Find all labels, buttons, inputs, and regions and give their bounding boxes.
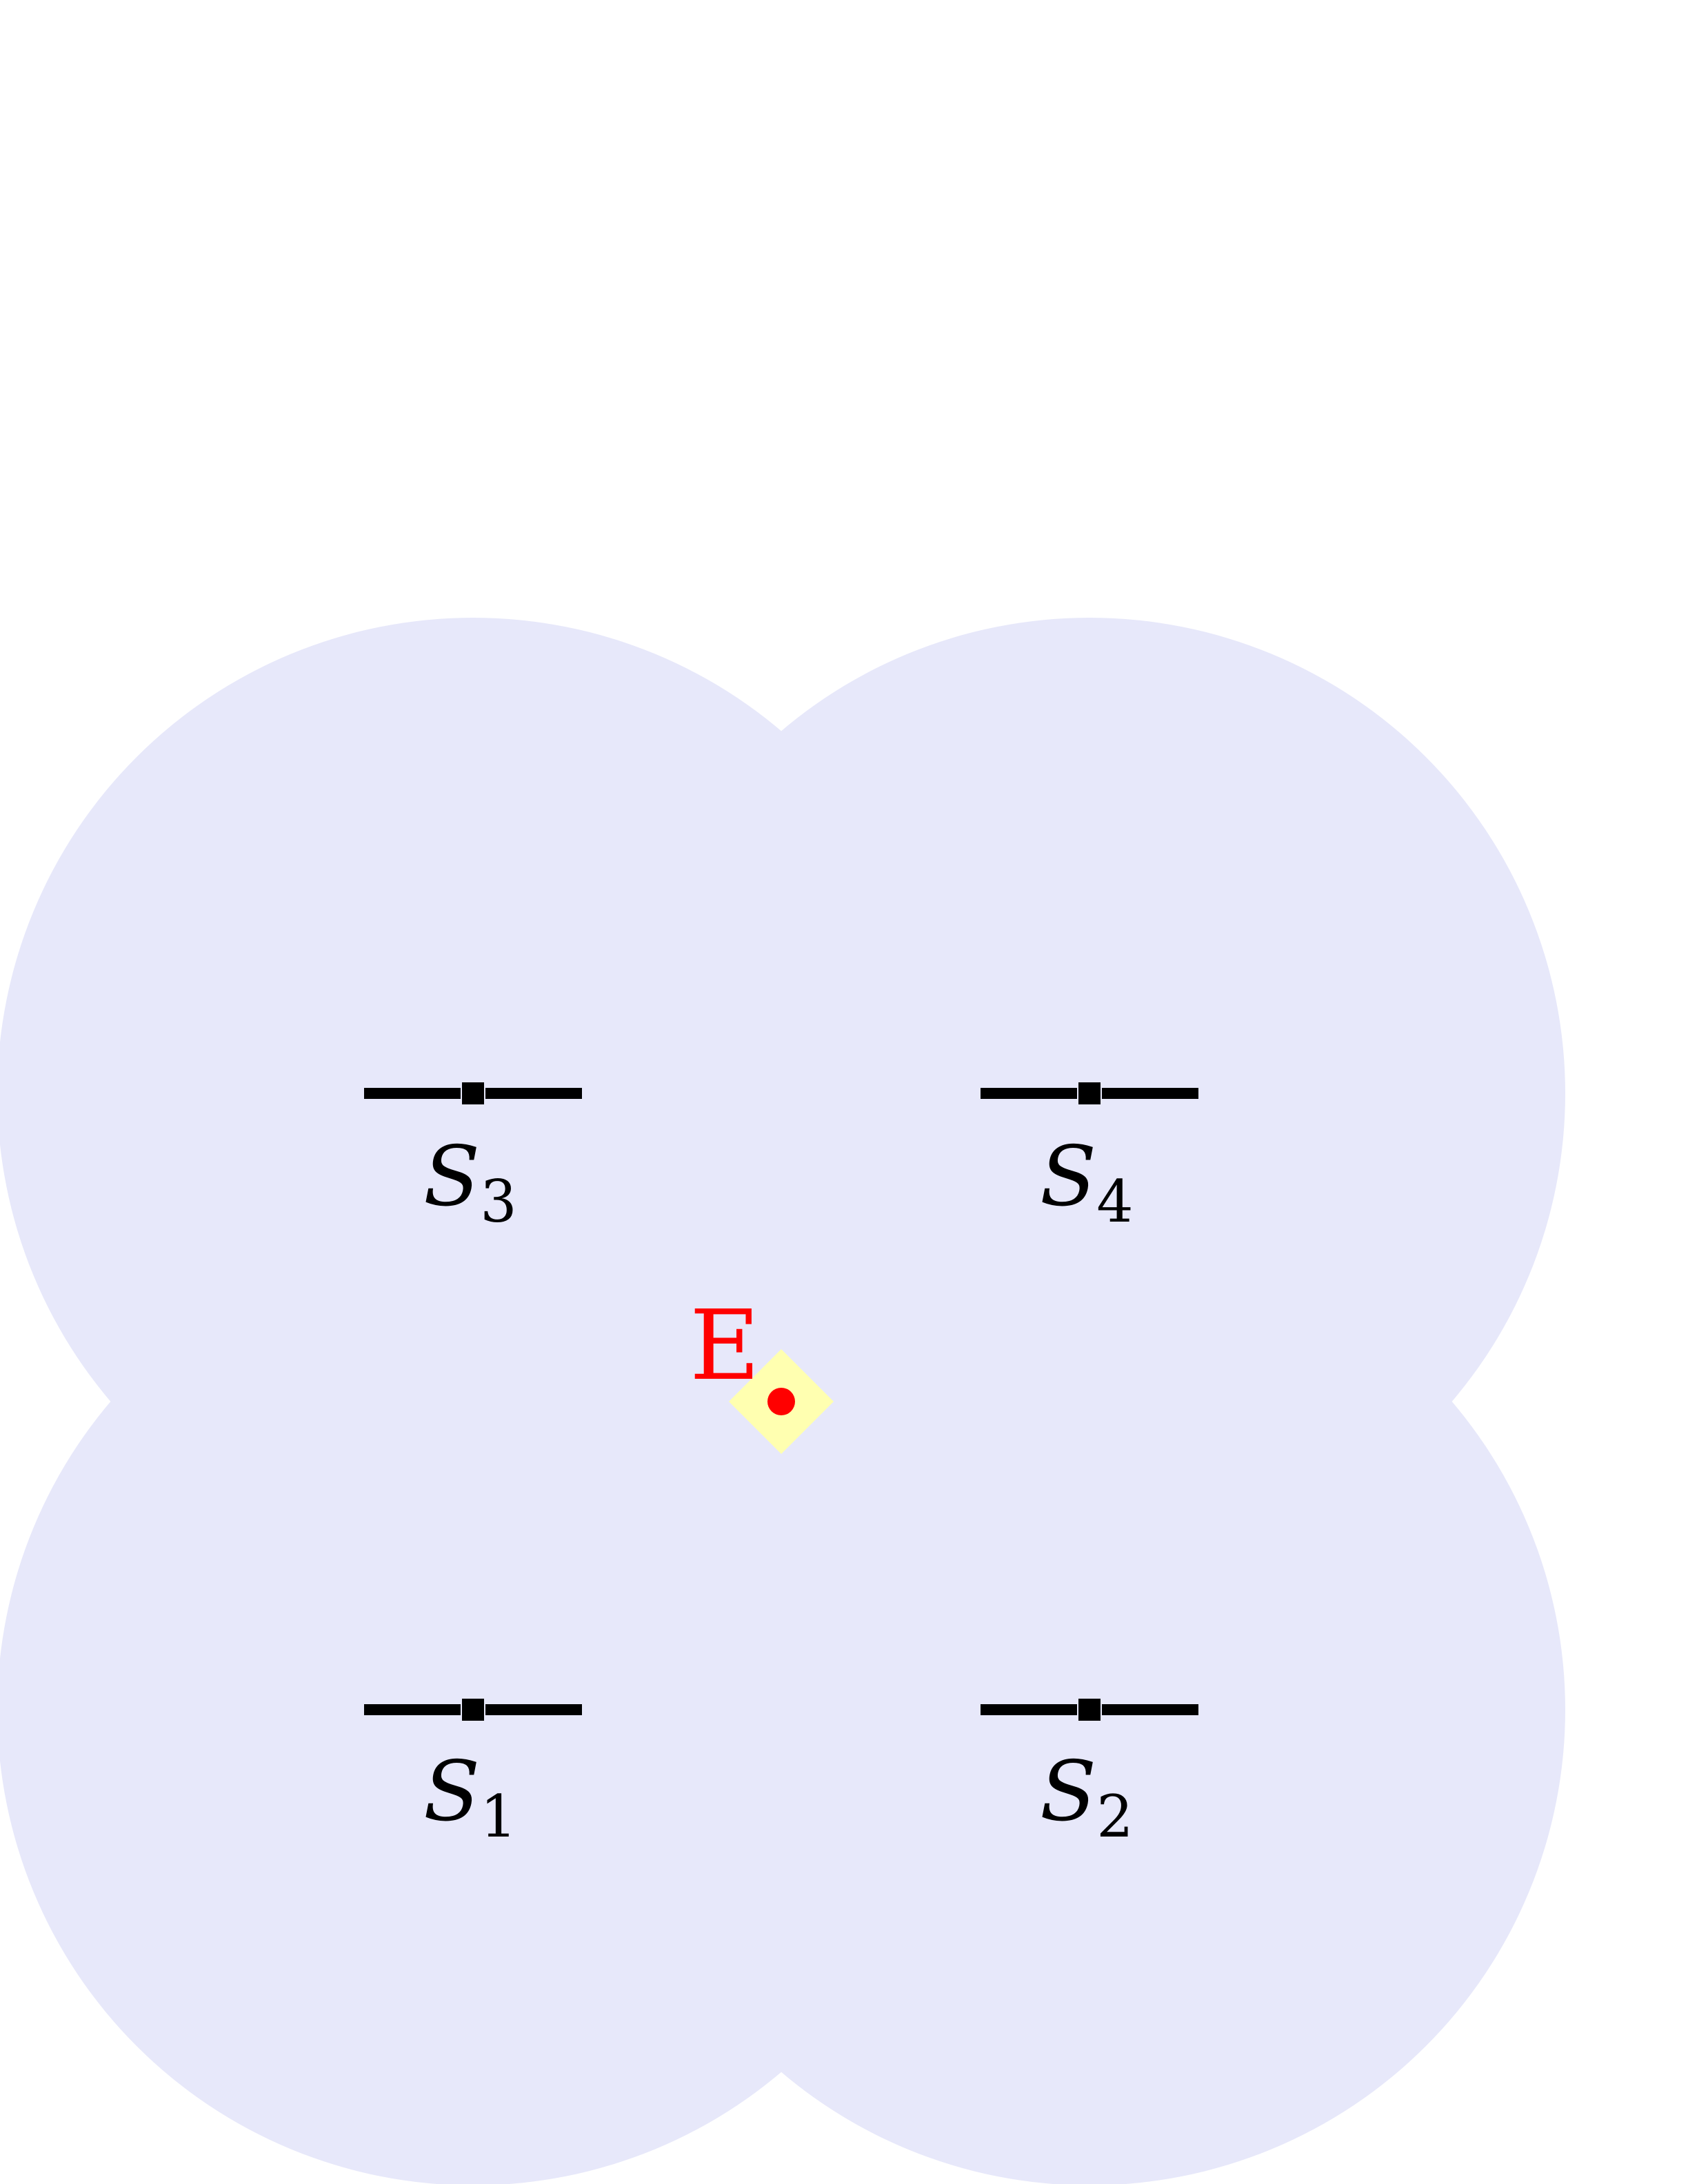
sensor-label-subscript: 4: [1096, 1168, 1133, 1235]
sensor-label-letter: S: [1040, 1129, 1096, 1225]
event: E: [690, 1290, 834, 1454]
sensor-node: [1078, 1699, 1101, 1721]
sensor-label: S3: [423, 1129, 517, 1235]
sensor-label: S2: [1040, 1744, 1134, 1850]
event-label: E: [690, 1290, 760, 1402]
sensor-label-subscript: 2: [1096, 1783, 1133, 1850]
sensor-node: [462, 1699, 484, 1721]
sensor-label-letter: S: [423, 1129, 480, 1225]
sensor-node: [462, 1082, 484, 1104]
sensor-label: S1: [423, 1744, 517, 1850]
sensor-label-letter: S: [423, 1744, 480, 1840]
sensor-s1: S1: [364, 1699, 582, 1850]
sensor-label-letter: S: [1040, 1744, 1096, 1840]
sensor-node: [1078, 1082, 1101, 1104]
sensor-label-subscript: 3: [480, 1168, 516, 1235]
sensor-s4: S4: [981, 1082, 1198, 1235]
sensor-label: S4: [1040, 1129, 1134, 1235]
sensor-s3: S3: [364, 1082, 582, 1235]
sensor-s2: S2: [981, 1699, 1198, 1850]
event-dot: [767, 1388, 795, 1415]
sensor-label-subscript: 1: [480, 1783, 516, 1850]
